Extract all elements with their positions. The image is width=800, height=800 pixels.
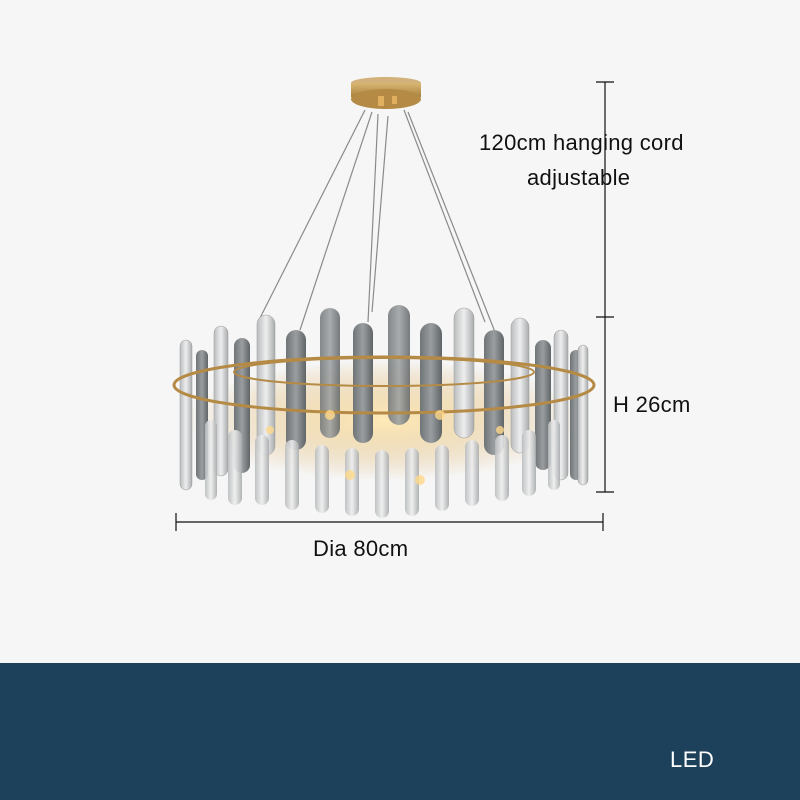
product-image-area: 120cm hanging cord adjustable H 26cm Dia… (172, 77, 691, 561)
ceiling-canopy (351, 77, 421, 109)
diameter-label: Dia 80cm (313, 536, 409, 561)
chandelier-illustration (172, 77, 614, 531)
chandelier-body (172, 305, 596, 518)
dimension-lines (175, 81, 614, 531)
crystal-blades-bottom-row (205, 420, 560, 518)
light-glints (266, 410, 504, 485)
cord-length-label: 120cm hanging cord (479, 130, 684, 155)
height-label: H 26cm (613, 392, 691, 417)
footer-band (0, 663, 800, 800)
cord-adjustable-label: adjustable (527, 165, 631, 190)
hanging-cords (257, 109, 496, 333)
light-type-label: LED (670, 747, 715, 772)
